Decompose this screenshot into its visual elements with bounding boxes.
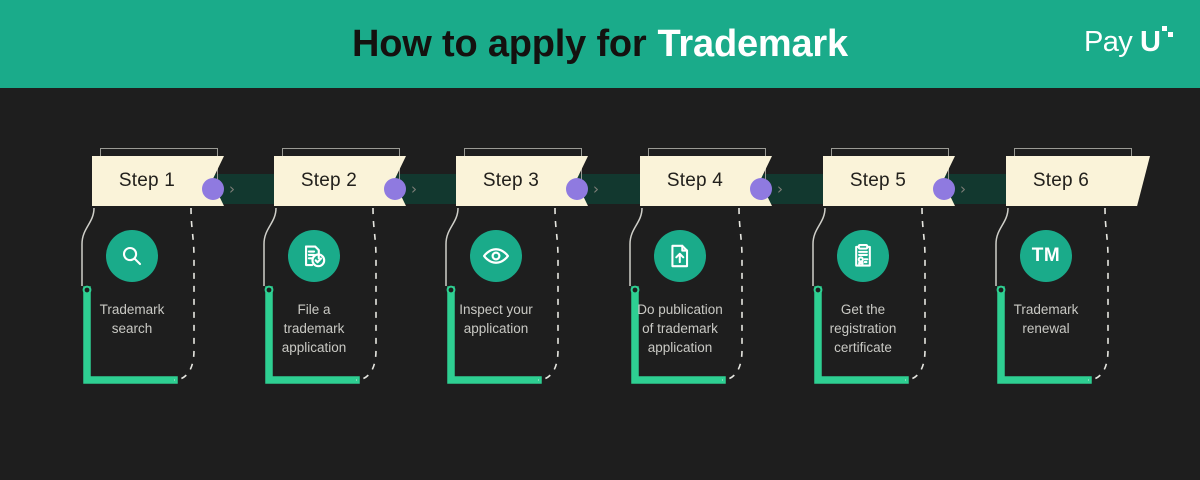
page-title-primary: How to apply for xyxy=(352,22,647,65)
step-banner-4[interactable]: Step 4 xyxy=(640,148,772,208)
document-check-icon[interactable] xyxy=(288,230,340,282)
step-marker-dot-3 xyxy=(566,178,588,200)
step-marker-dot-2 xyxy=(384,178,406,200)
step-marker-dot-1 xyxy=(202,178,224,200)
payu-logo-u-text: U xyxy=(1140,26,1161,58)
step-banner-body-5 xyxy=(823,156,933,206)
search-icon[interactable] xyxy=(106,230,158,282)
step-label-5: Step 5 xyxy=(849,170,907,191)
page-title: How to apply for Trademark xyxy=(0,0,1200,88)
payu-logo: Pay U xyxy=(1084,26,1176,66)
step-banner-3[interactable]: Step 3 xyxy=(456,148,588,208)
step-marker-chevron-5: › xyxy=(960,180,966,198)
document-upload-icon[interactable] xyxy=(654,230,706,282)
tm-icon[interactable]: TM xyxy=(1020,230,1072,282)
payu-logo-pay-text: Pay xyxy=(1084,26,1133,58)
clipboard-certificate-icon[interactable] xyxy=(837,230,889,282)
step-label-2: Step 2 xyxy=(300,170,358,191)
step-banner-tail-6 xyxy=(1116,156,1150,206)
step-banner-body-1 xyxy=(92,156,202,206)
step-marker-chevron-3: › xyxy=(593,180,599,198)
step-label-4: Step 4 xyxy=(666,170,724,191)
tm-label: TM xyxy=(1031,245,1061,266)
step-banner-1[interactable]: Step 1 xyxy=(92,148,224,208)
step-marker-chevron-4: › xyxy=(777,180,783,198)
payu-logo-dot-right xyxy=(1168,32,1173,37)
step-banner-6[interactable]: Step 6 xyxy=(1006,148,1150,208)
step-banner-5[interactable]: Step 5 xyxy=(823,148,955,208)
step-banner-body-6 xyxy=(1006,156,1116,206)
step-marker-chevron-1: › xyxy=(229,180,235,198)
eye-icon[interactable] xyxy=(470,230,522,282)
step-label-1: Step 1 xyxy=(118,170,176,191)
step-marker-dot-5 xyxy=(933,178,955,200)
payu-logo-dot-top xyxy=(1162,26,1167,31)
step-banner-body-2 xyxy=(274,156,384,206)
step-label-3: Step 3 xyxy=(482,170,540,191)
step-banner-body-3 xyxy=(456,156,566,206)
step-banner-body-4 xyxy=(640,156,750,206)
step-banner-2[interactable]: Step 2 xyxy=(274,148,406,208)
step-marker-dot-4 xyxy=(750,178,772,200)
step-label-6: Step 6 xyxy=(1032,170,1090,191)
page-title-highlight: Trademark xyxy=(657,22,849,65)
step-marker-chevron-2: › xyxy=(411,180,417,198)
header-band: How to apply for Trademark Pay U xyxy=(0,0,1200,88)
